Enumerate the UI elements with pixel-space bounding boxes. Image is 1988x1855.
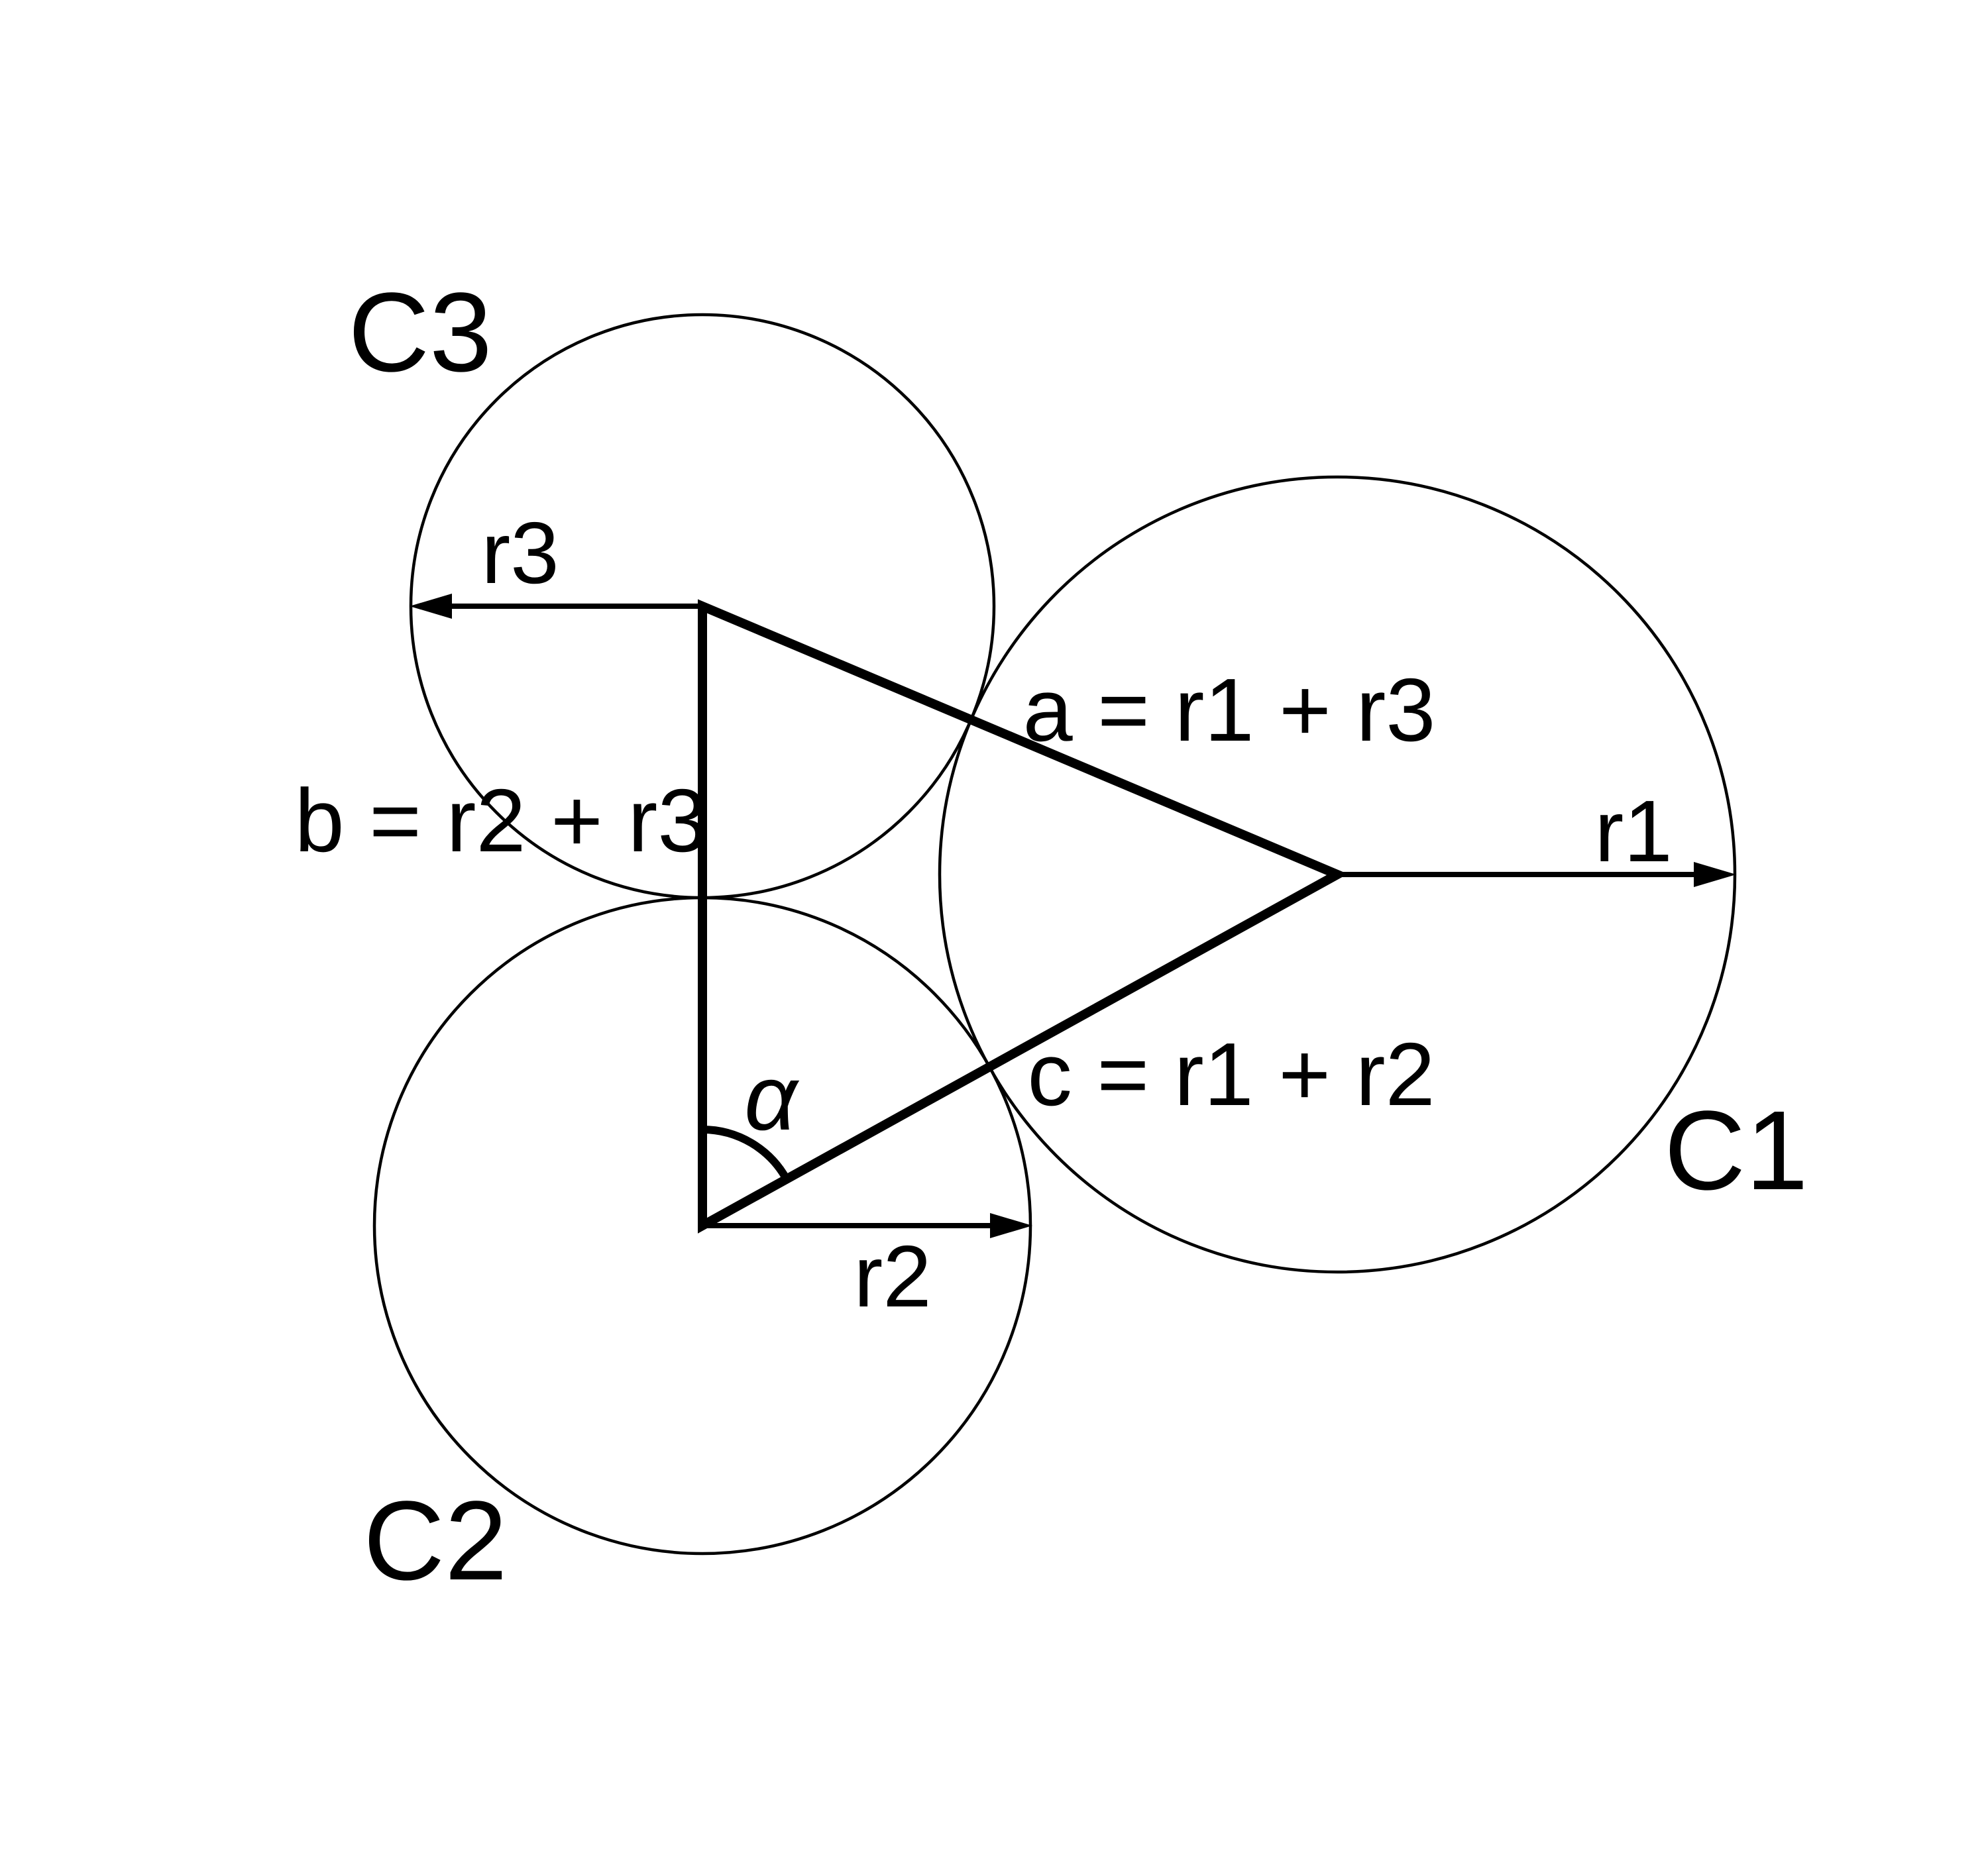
label-alpha: α <box>744 1045 800 1149</box>
angle-alpha-arc <box>702 1126 791 1181</box>
label-r2: r2 <box>854 1228 931 1325</box>
r1-arrowhead-icon <box>1694 862 1736 887</box>
label-side-c: c = r1 + r2 <box>1027 1024 1435 1124</box>
label-side-b: b = r2 + r3 <box>295 770 708 871</box>
r1-radius-arrow <box>1337 862 1736 887</box>
label-c2: C2 <box>363 1478 507 1604</box>
triangle-of-centers <box>698 599 1348 1234</box>
label-r1: r1 <box>1594 782 1672 880</box>
r3-arrowhead-icon <box>410 594 452 619</box>
label-c3: C3 <box>348 270 492 396</box>
r2-radius-arrow <box>702 1213 1032 1238</box>
r2-arrowhead-icon <box>990 1213 1032 1238</box>
label-c1: C1 <box>1664 1088 1808 1214</box>
r3-radius-arrow <box>410 594 702 619</box>
label-side-a: a = r1 + r3 <box>1023 660 1436 760</box>
label-r3: r3 <box>481 504 559 602</box>
